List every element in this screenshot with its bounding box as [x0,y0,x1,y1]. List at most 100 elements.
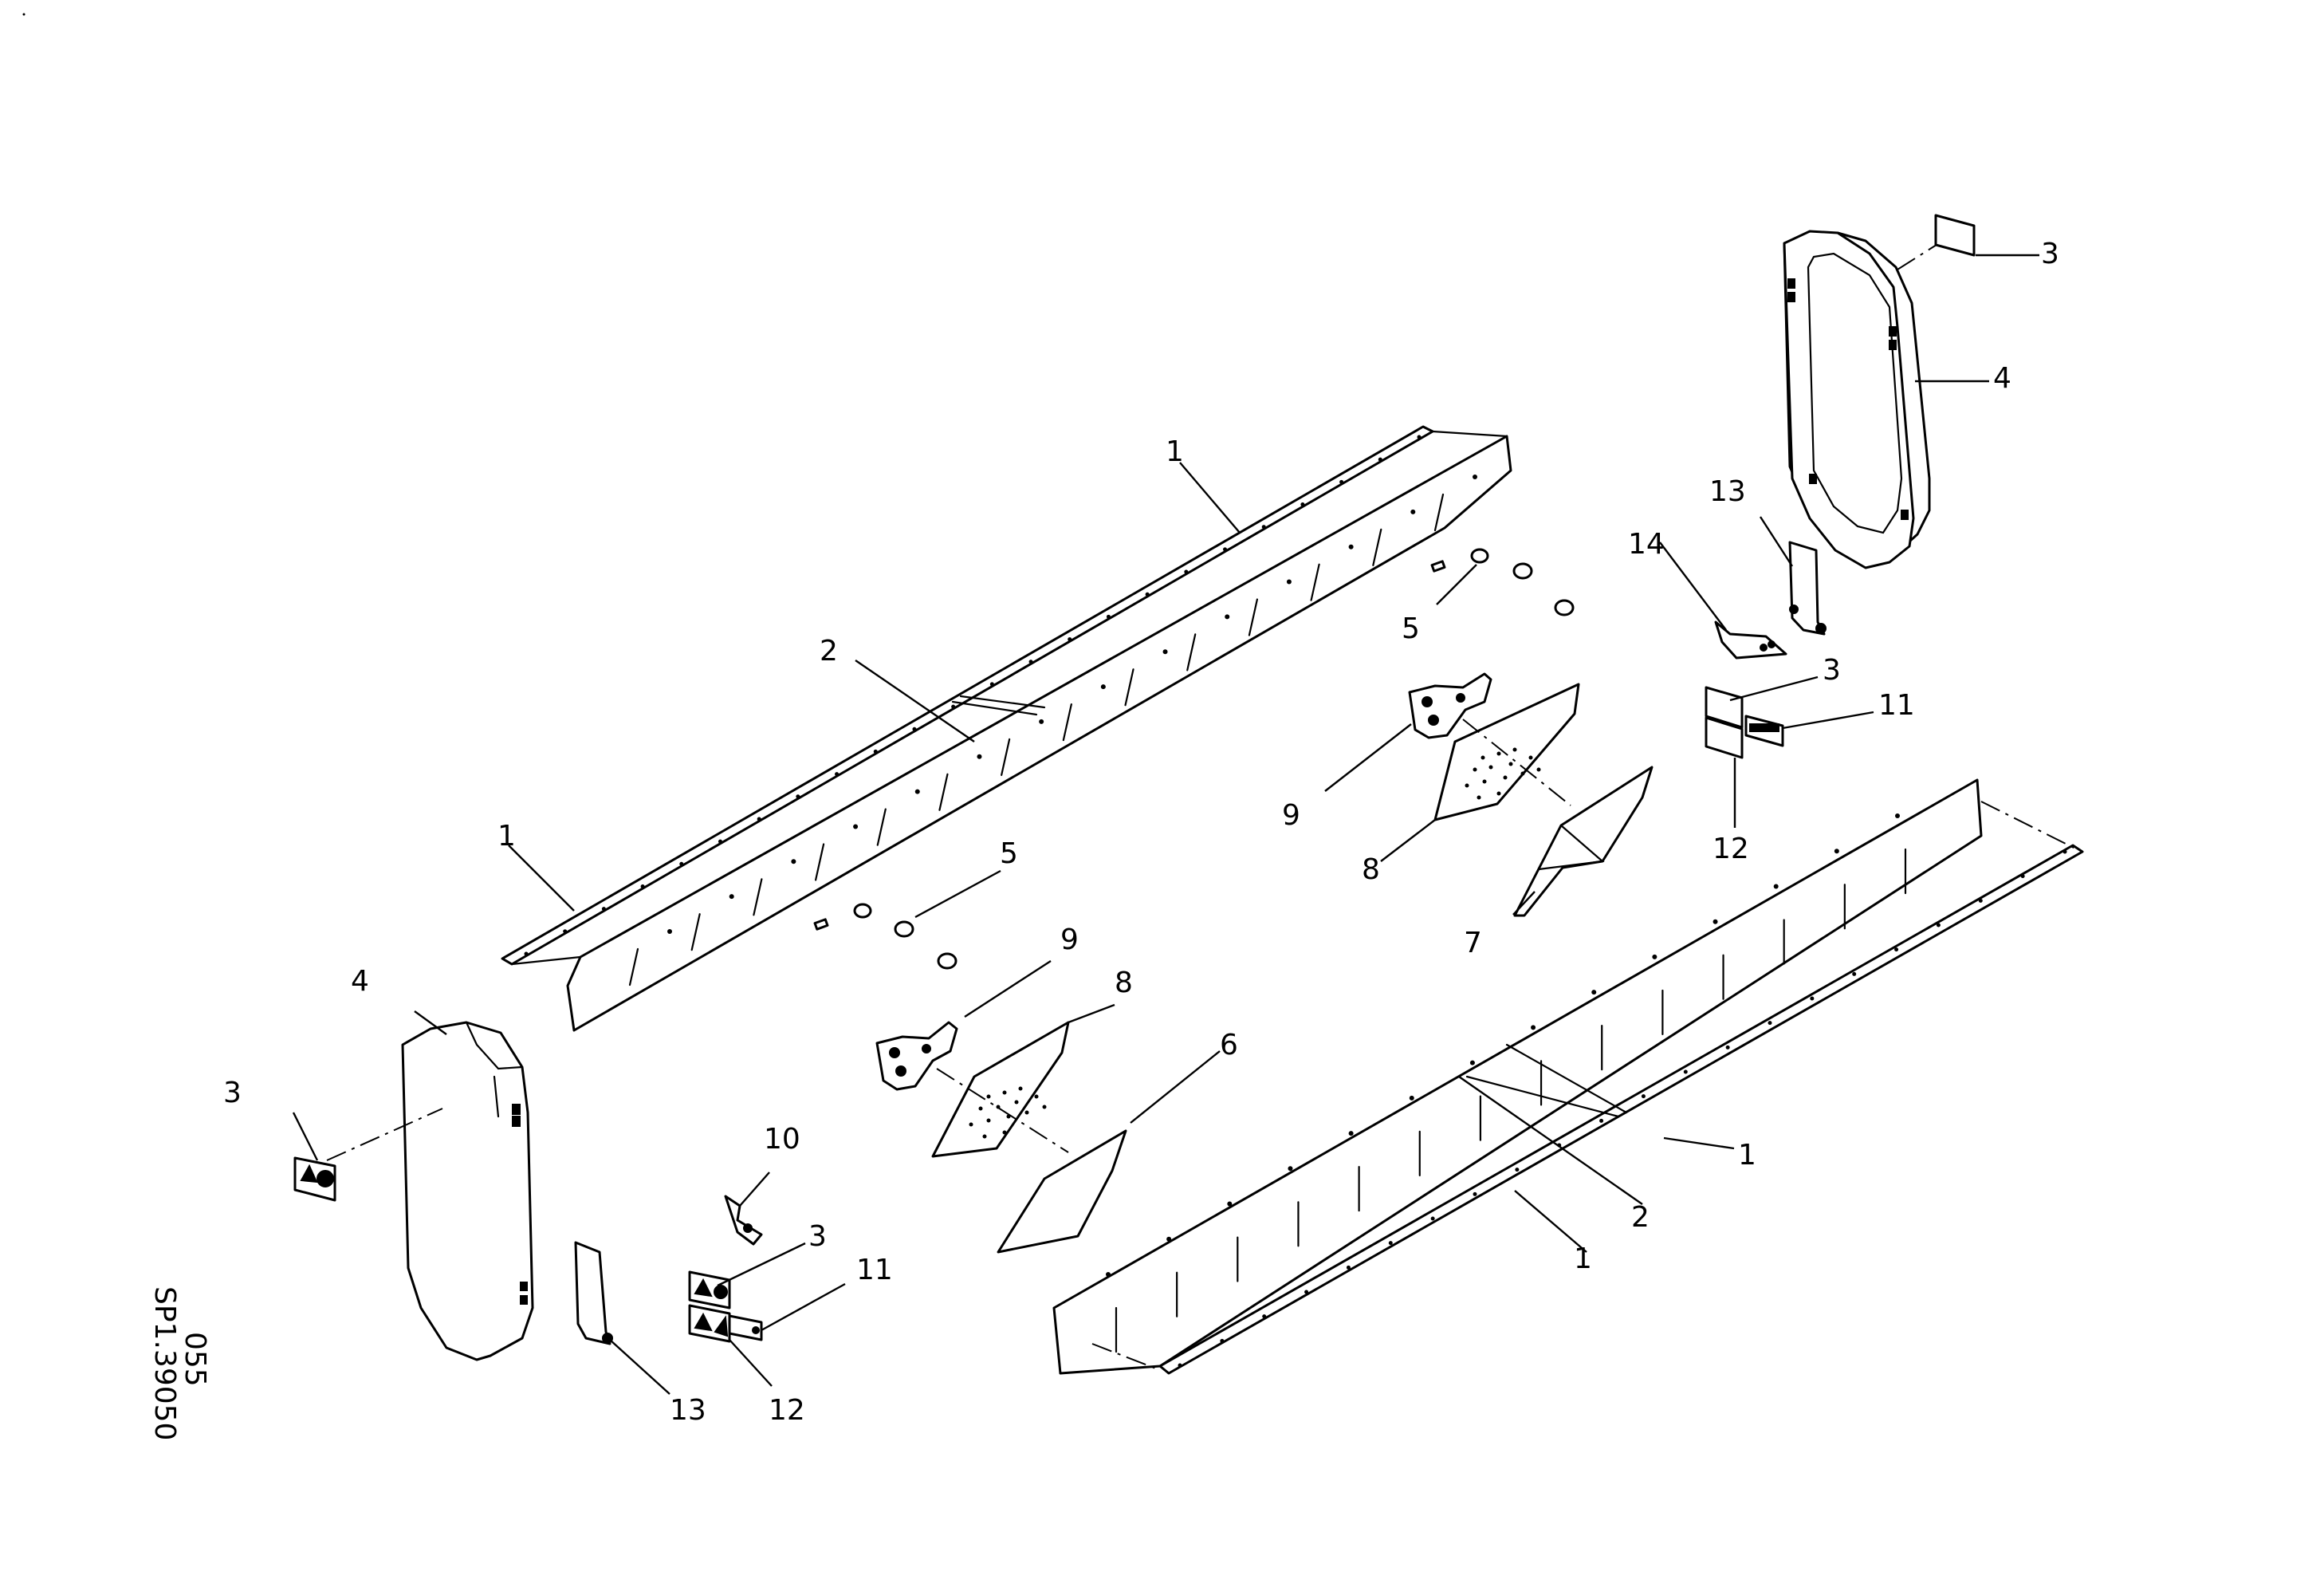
lower-plate-hole [982,1134,987,1139]
lower-flange-dot [2063,849,2067,854]
upper-grommet [1470,548,1489,564]
right-decal-stack [1705,686,1784,759]
callout-3: 3 [2041,238,2059,270]
upper-grommet-2 [1512,562,1533,580]
upper-flange-dot [640,884,645,888]
bracket-14 [1714,620,1787,660]
lower-holes [1106,813,2067,1368]
lower-hole-dot [1348,1131,1354,1136]
upper-hole-dot [791,859,796,864]
lower-flange-dot [1515,1168,1520,1172]
callout-1: 1 [1166,435,1184,468]
upper-plate-hole [1496,751,1501,756]
lower-plate-hole [978,1106,983,1111]
upper-flange-dot [989,682,994,687]
lower-channel-split [1465,1075,1620,1118]
leader-c11 [414,1010,447,1035]
lower-hole-dot [1652,954,1657,959]
upper-stiffener-line [628,947,639,987]
leader-c2 [508,845,575,912]
upper-stiffener-line [1186,633,1197,671]
lower-flange-dot [1768,1021,1772,1026]
callout-2: 2 [820,635,838,668]
callouts: 1 1 1 1 2 2 3 3 3 3 4 4 5 5 6 7 8 8 9 9 … [223,238,2059,1427]
leader-c23 [761,1282,846,1332]
lower-bracket-9 [875,1021,958,1091]
leader-c7 [292,1112,319,1161]
lower-hole-dot [1713,919,1718,924]
upper-flange-dot [1378,457,1382,462]
lower-plate-hole [1002,1090,1007,1095]
lower-bracket-9-hole-3 [922,1044,931,1053]
right-end-frame [1783,230,1946,569]
upper-hole-dot [729,894,734,900]
right-decal-12 [1705,716,1744,759]
left-decal-12-icon-2 [714,1315,729,1337]
upper-stiffener-line [1001,738,1011,777]
upper-bracket-9-hole [1422,696,1433,707]
upper-flange-dot [1261,525,1266,530]
right-bracket-13-hole-2 [1789,605,1799,614]
upper-flange-dot [1223,547,1228,552]
upper-flange-dot [1028,660,1033,664]
drawing-code-line-1: 055 [179,1332,211,1387]
left-decal-11 [728,1314,763,1341]
upper-hole-dot [1225,614,1230,620]
lower-small-parts-5 [813,903,958,970]
lower-center-line-2 [1980,801,2078,850]
upper-flange-dot [1300,502,1305,507]
callout-10: 10 [764,1123,800,1156]
upper-plate-hole [1473,767,1477,772]
upper-channel-split-2 [951,700,1038,716]
leader-c5 [855,660,975,742]
upper-flange-dot [1417,435,1422,439]
drawing-code: 055 SP1.39050 [148,1286,211,1440]
upper-flange-dot [912,727,917,731]
lower-grommet [853,903,872,919]
upper-plate-hole [1481,755,1485,760]
upper-top-flange [501,425,1434,966]
upper-stiffener-line [876,808,887,846]
lower-grommet-2 [894,920,914,938]
leader-c17 [1380,819,1436,862]
lower-flange-dot [1262,1314,1267,1319]
upper-plate-7 [1513,766,1654,917]
upper-flange-dot [873,749,878,754]
lower-bracket-9-hole-2 [895,1065,906,1077]
upper-clip [1430,560,1446,573]
lower-flange-dot [1936,923,1941,927]
upper-hole-dot [667,929,672,934]
callout-9: 9 [1282,799,1300,832]
lower-hole-dot [1166,1236,1172,1242]
callout-3: 3 [223,1077,242,1109]
callout-6: 6 [1220,1029,1238,1061]
lower-grommet-3 [937,952,958,970]
right-frame-slot-4 [1889,340,1897,350]
upper-hole-dot [977,754,982,759]
lower-plate-hole [986,1094,991,1099]
upper-channel-edge-2 [1431,430,1508,438]
upper-stiffener-line [1062,703,1072,742]
upper-plate-hole [1508,762,1513,766]
callout-3: 3 [1823,654,1841,687]
drawing-code-line-2: SP1.39050 [148,1286,181,1440]
leader-c9 [1729,675,1819,702]
upper-flange-dot [601,907,606,912]
bracket-10 [724,1195,763,1246]
lower-flange-dot [1178,1363,1182,1368]
upper-stiffener-line [938,773,949,811]
leader-c16 [1512,891,1536,916]
leader-c6 [1458,1076,1643,1205]
upper-hole-dot [1039,719,1044,724]
leader-c26 [1759,516,1794,567]
upper-flange-dot [563,929,568,934]
left-end-frame [326,1021,534,1361]
lower-flange-dot [1430,1216,1435,1221]
left-decal-stack [688,1270,763,1343]
lower-flange-dot [1852,971,1857,976]
lower-plate-8-holes [969,1086,1047,1139]
left-bracket-13 [574,1241,613,1345]
upper-flange-dot [679,861,684,866]
upper-flange-dot [524,951,529,956]
callout-12: 12 [769,1394,805,1427]
